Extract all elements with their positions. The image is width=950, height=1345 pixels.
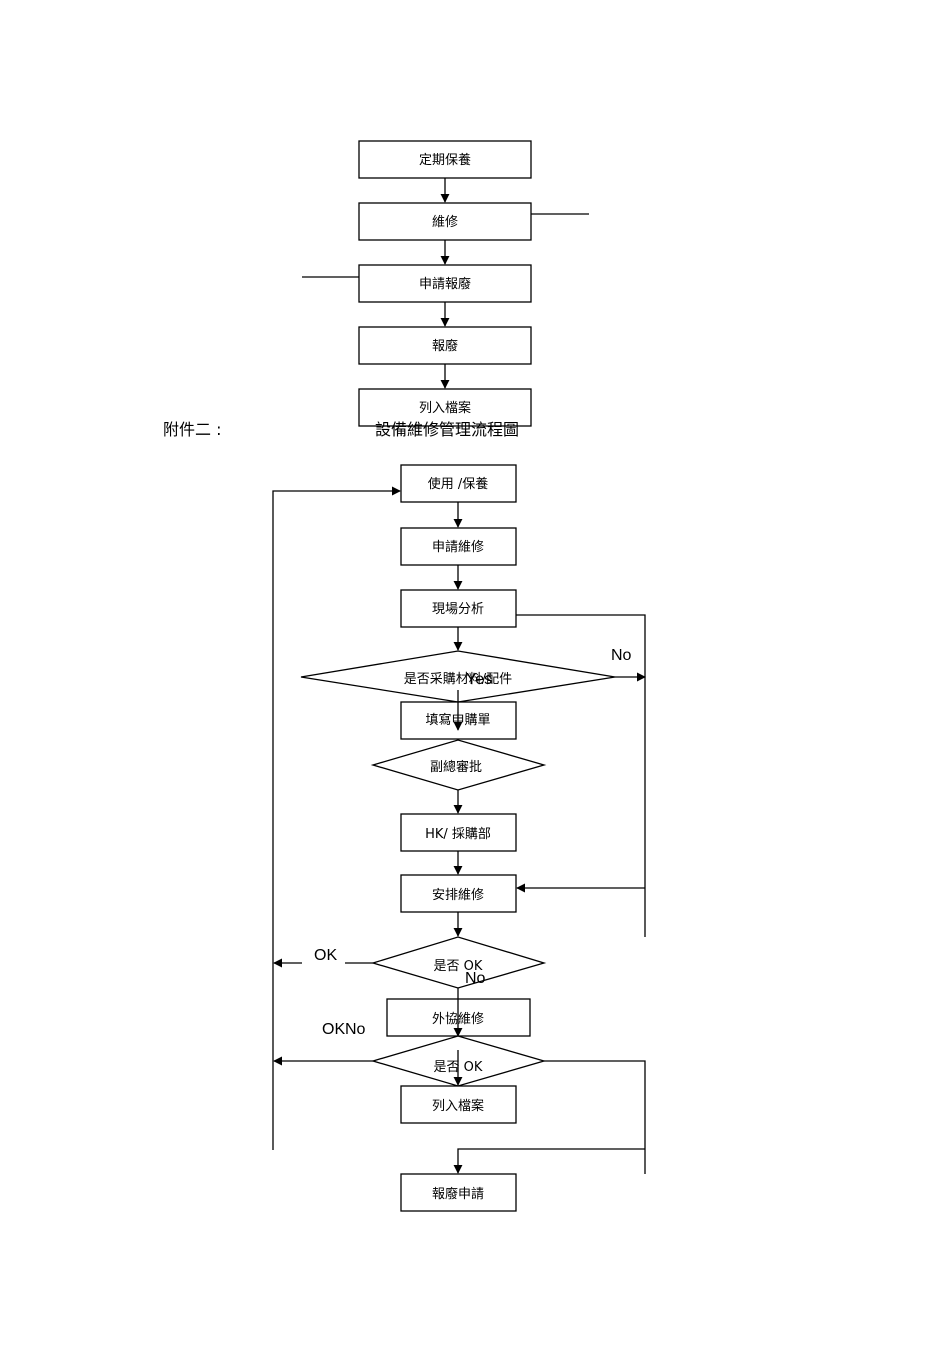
flow1-box-repair (358, 202, 532, 241)
edge-label-ok-left-2: OK (322, 1021, 345, 1038)
annex-label: 附件二 : (163, 420, 221, 439)
flow1-box-file (358, 388, 532, 427)
flow2: 使用 /保養 申請維修 現場分析 是否采購材料/配件 填寫申購單 副總審批 HK… (272, 464, 646, 1212)
flow1-label-file: 列入檔案 (419, 401, 471, 416)
flow1-label-repair: 維修 (432, 215, 458, 230)
flow1: 定期保養 維修 申請報廢 報廢 列入檔案 (302, 140, 589, 427)
box-scrap-request (400, 1173, 517, 1212)
flow1-label-scrap: 報廢 (432, 339, 458, 354)
line-left-loop-back (272, 486, 401, 1150)
label-is-ok-1: 是否 OK (434, 959, 483, 974)
line-analysis-right-branch (516, 614, 646, 937)
diamond-is-ok-1 (370, 936, 547, 989)
flow1-box-apply-scrap (358, 264, 532, 303)
label-apply-repair: 申請維修 (432, 540, 484, 555)
flow1-label-periodic-maintenance: 定期保養 (419, 152, 471, 168)
box-arrange-repair (400, 874, 517, 913)
edge-label-ok-left-1: OK (314, 947, 337, 964)
edge-label-yes-down: Yes (466, 671, 492, 688)
label-arrange-repair: 安排維修 (432, 888, 484, 903)
flow-title: 設備維修管理流程圖 (375, 420, 519, 439)
label-file-record: 列入檔案 (432, 1099, 484, 1114)
label-scrap-request: 報廢申請 (432, 1187, 484, 1202)
box-file-record (400, 1085, 517, 1124)
edge-label-no-left-2: No (345, 1021, 366, 1038)
line-ok2-right (544, 1060, 646, 1174)
box-hk-purchasing (400, 813, 517, 852)
edge-label-no-down-1: No (465, 970, 486, 987)
label-use-maintain: 使用 /保養 (428, 476, 489, 492)
flow1-box-periodic-maintenance (358, 140, 532, 179)
flow1-label-apply-scrap: 申請報廢 (419, 277, 471, 292)
label-site-analysis: 現場分析 (432, 602, 484, 617)
box-site-analysis (400, 589, 517, 628)
flow1-box-scrap (358, 326, 532, 365)
label-hk-purchasing: HK/ 採購部 (425, 827, 491, 842)
diamond-vp-approval (370, 739, 547, 791)
box-use-maintain (400, 464, 517, 503)
label-vp-approval: 副總審批 (430, 759, 482, 775)
box-apply-repair (400, 527, 517, 566)
label-purchase-decision: 是否采購材料/配件 (404, 672, 512, 687)
arrow-to-scrap-request (453, 1148, 645, 1174)
edge-label-no-right: No (611, 647, 632, 664)
